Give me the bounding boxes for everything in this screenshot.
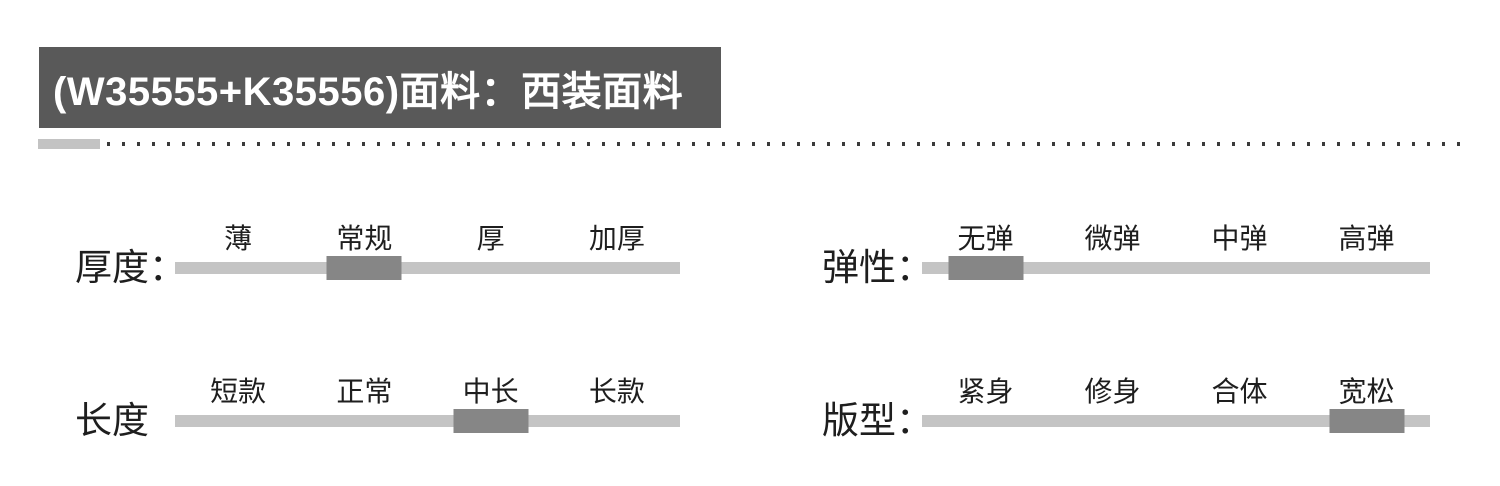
attribute-row-thickness: 厚度： 薄 常规 厚 加厚 [75, 222, 680, 288]
slider-marker [453, 409, 529, 433]
option-label: 常规 [336, 223, 393, 254]
option-label: 无弹 [957, 223, 1014, 254]
thickness-slider: 薄 常规 厚 加厚 [175, 222, 680, 280]
attribute-label-elasticity: 弹性： [822, 247, 933, 289]
slider-track [922, 409, 1430, 433]
slider-track [175, 256, 680, 280]
divider-accent-block [38, 139, 100, 149]
option-label: 短款 [210, 376, 267, 407]
slider-track [922, 256, 1430, 280]
title-banner: (W35555+K35556)面料：西装面料 [39, 47, 721, 128]
attribute-row-length: 长度 短款 正常 中长 长款 [75, 375, 680, 441]
option-label: 加厚 [588, 223, 645, 254]
option-label: 合体 [1211, 376, 1268, 407]
dotted-line [107, 142, 1462, 146]
fit-slider: 紧身 修身 合体 宽松 [922, 375, 1430, 433]
option-label: 长款 [588, 376, 645, 407]
page-title: (W35555+K35556)面料：西装面料 [53, 69, 684, 114]
attribute-label-length: 长度 [75, 400, 149, 442]
attribute-row-elasticity: 弹性： 无弹 微弹 中弹 高弹 [822, 222, 1430, 288]
length-options: 短款 正常 中长 长款 [175, 375, 680, 409]
option-label: 微弹 [1084, 223, 1141, 254]
thickness-options: 薄 常规 厚 加厚 [175, 222, 680, 256]
option-label: 修身 [1084, 376, 1141, 407]
slider-marker [326, 256, 402, 280]
slider-track [175, 409, 680, 433]
option-label: 厚 [476, 223, 505, 254]
option-label: 中长 [462, 376, 519, 407]
option-label: 高弹 [1338, 223, 1395, 254]
attribute-label-fit: 版型： [822, 400, 933, 442]
slider-marker [948, 256, 1023, 280]
option-label: 正常 [336, 376, 393, 407]
divider [38, 139, 1462, 149]
attribute-label-thickness: 厚度： [75, 247, 186, 289]
option-label: 中弹 [1211, 223, 1268, 254]
fit-options: 紧身 修身 合体 宽松 [922, 375, 1430, 409]
slider-marker [1329, 409, 1404, 433]
elasticity-options: 无弹 微弹 中弹 高弹 [922, 222, 1430, 256]
option-label: 紧身 [957, 376, 1014, 407]
attribute-row-fit: 版型： 紧身 修身 合体 宽松 [822, 375, 1430, 441]
option-label: 宽松 [1338, 376, 1395, 407]
length-slider: 短款 正常 中长 长款 [175, 375, 680, 433]
option-label: 薄 [224, 223, 253, 254]
elasticity-slider: 无弹 微弹 中弹 高弹 [922, 222, 1430, 280]
